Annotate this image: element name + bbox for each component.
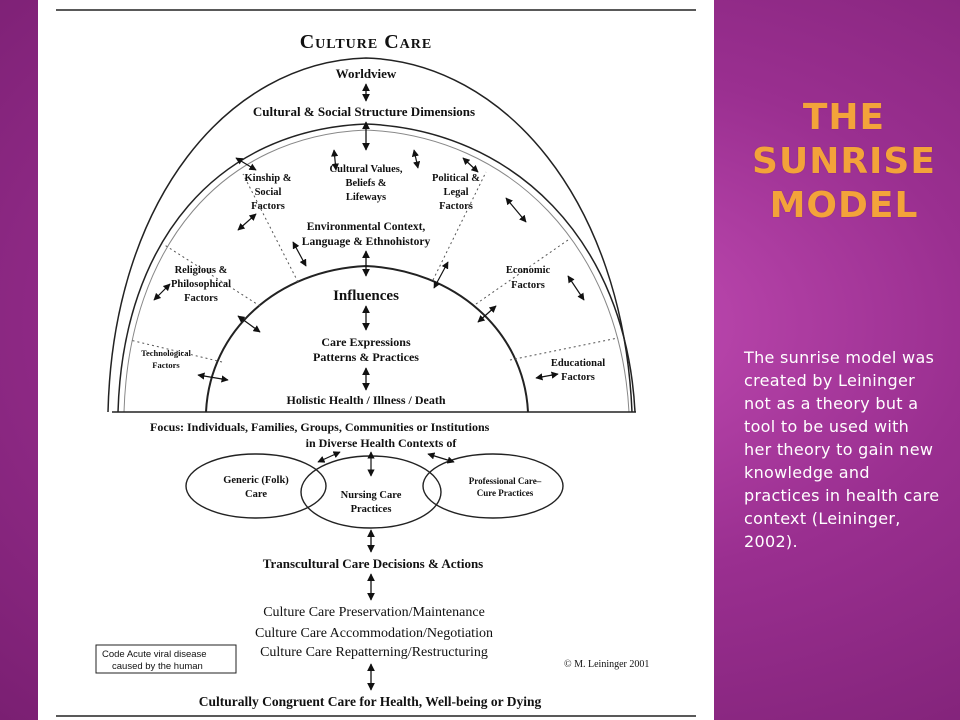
factor-arrows [153,149,585,383]
influences-label: Influences [333,288,399,304]
outer-arc [107,57,633,413]
diagram-title: Culture Care [300,31,433,53]
cultural-values-line-2: Beliefs & [345,178,386,189]
economic-line-2: Factors [511,280,545,291]
generic-care-line-1: Generic (Folk) [223,475,289,486]
kinship-line-1: Kinship & [245,173,292,184]
religious-line-3: Factors [184,293,218,304]
professional-care-line-2: Cure Practices [477,488,534,498]
decisions-label: Transcultural Care Decisions & Actions [263,556,484,571]
copyright-label: © M. Leininger 2001 [564,659,649,670]
focus-line-1: Focus: Individuals, Families, Groups, Co… [150,420,490,434]
kinship-line-3: Factors [251,201,285,212]
professional-care-line-1: Professional Care– [469,476,542,486]
worldview-label: Worldview [336,66,397,81]
care-expressions-line-2: Patterns & Practices [313,350,419,364]
code-box [95,644,237,674]
professional-care-ellipse [422,453,564,519]
slide-title: THE SUNRISE MODEL [752,97,936,226]
generic-care-line-2: Care [245,489,267,500]
environmental-line-2: Language & Ethnohistory [302,236,431,248]
outcome-preservation: Culture Care Preservation/Maintenance [263,605,485,620]
technological-line-2: Factors [152,360,180,370]
holistic-label: Holistic Health / Illness / Death [287,393,446,407]
economic-line-1: Economic [506,265,551,276]
care-expressions-line-1: Care Expressions [321,335,411,349]
nursing-care-line-1: Nursing Care [341,490,402,501]
kinship-line-2: Social [255,187,282,198]
religious-line-1: Religious & [175,265,228,276]
generic-care-ellipse [185,453,327,519]
outcome-repatterning: Culture Care Repatterning/Restructuring [260,645,488,660]
educational-line-1: Educational [551,358,605,369]
political-line-2: Legal [443,187,468,198]
environmental-line-1: Environmental Context, [307,221,426,233]
cultural-values-line-3: Lifeways [346,192,386,203]
outcome-accommodation: Culture Care Accommodation/Negotiation [255,626,493,641]
code-box-line-2: caused by the human [112,661,203,672]
code-box-line-1: Code Acute viral disease [102,649,207,660]
political-line-1: Political & [432,173,480,184]
slide-body-text: The sunrise model was created by Leining… [744,348,940,551]
factor-labels: Kinship & Social Factors Cultural Values… [141,164,605,383]
sunrise-model-diagram: Culture Care Worldview Cultural & Social… [38,0,714,720]
religious-line-2: Philosophical [171,279,231,290]
technological-line-1: Technological [141,348,191,358]
congruent-care-label: Culturally Congruent Care for Health, We… [199,694,542,709]
venn-arrows [317,451,455,477]
political-line-3: Factors [439,201,473,212]
cultural-values-line-1: Cultural Values, [330,164,403,175]
nursing-care-line-2: Practices [351,504,392,515]
focus-line-2: in Diverse Health Contexts of [306,436,458,450]
educational-line-2: Factors [561,372,595,383]
dimensions-label: Cultural & Social Structure Dimensions [253,104,475,119]
